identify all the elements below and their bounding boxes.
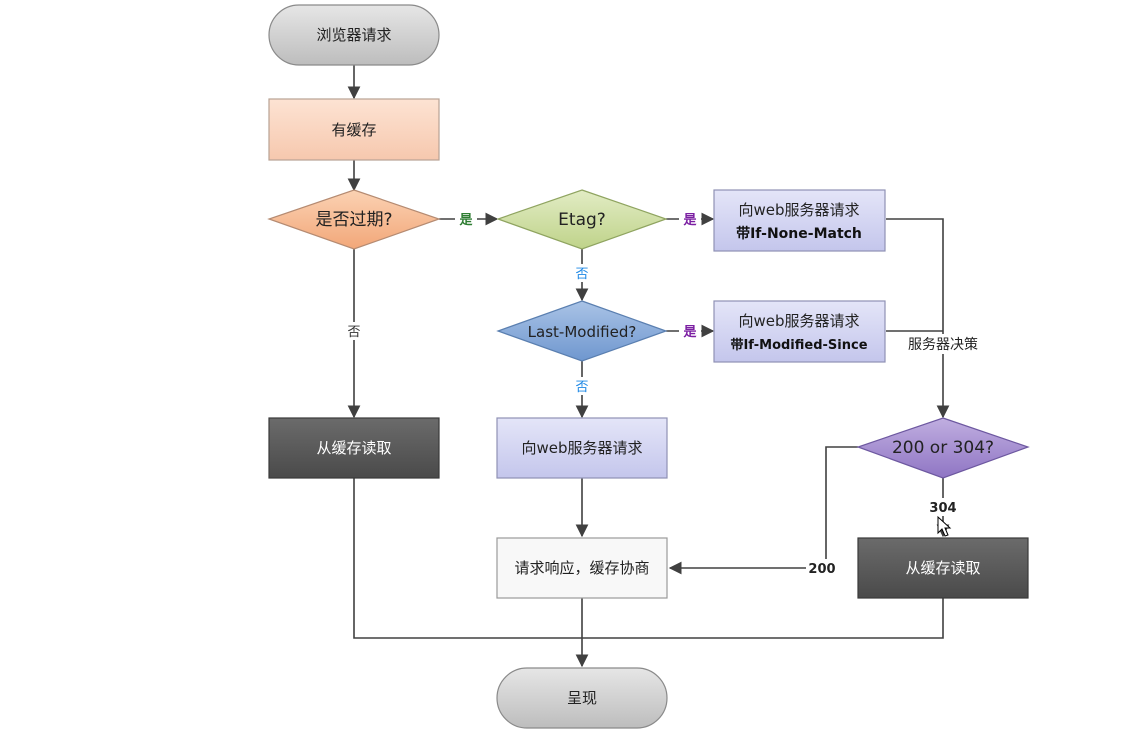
node-read-cache-left: 从缓存读取 bbox=[268, 417, 440, 479]
etag-label: Etag? bbox=[558, 210, 606, 230]
node-request-modified-since: 向web服务器请求 带If-Modified-Since bbox=[713, 300, 886, 363]
edge-left-cache-to-render bbox=[353, 478, 582, 639]
node-status-decision: 200 or 304? bbox=[856, 417, 1030, 479]
edge-status-200 bbox=[668, 446, 858, 575]
node-read-cache-right: 从缓存读取 bbox=[857, 537, 1029, 599]
node-last-modified-decision: Last-Modified? bbox=[496, 300, 668, 362]
has-cache-label: 有缓存 bbox=[331, 121, 376, 139]
node-expired-decision: 是否过期? bbox=[267, 189, 441, 250]
none-match-line1: 向web服务器请求 bbox=[738, 201, 859, 219]
none-match-line2: 带If-None-Match bbox=[736, 226, 862, 242]
mouse-cursor-icon bbox=[937, 515, 952, 537]
label-expired-yes: 是 bbox=[458, 213, 473, 228]
mod-since-line1: 向web服务器请求 bbox=[738, 312, 859, 330]
read-cache-left-label: 从缓存读取 bbox=[316, 439, 391, 457]
node-etag-decision: Etag? bbox=[496, 189, 668, 250]
render-label: 呈现 bbox=[567, 689, 597, 707]
expired-label: 是否过期? bbox=[315, 210, 392, 230]
edge-right-cache-to-render bbox=[582, 598, 944, 639]
node-browser-request: 浏览器请求 bbox=[268, 4, 440, 66]
label-etag-yes: 是 bbox=[682, 213, 697, 228]
node-request-none-match: 向web服务器请求 带If-None-Match bbox=[713, 189, 886, 252]
label-etag-no: 否 bbox=[575, 267, 588, 282]
browser-request-label: 浏览器请求 bbox=[316, 26, 391, 44]
node-response-negotiate: 请求响应，缓存协商 bbox=[496, 537, 668, 599]
label-expired-no: 否 bbox=[347, 325, 360, 340]
edge-labels: 是 否 是 否 是 否 服务器决策 200 304 bbox=[343, 210, 989, 577]
label-status-304: 304 bbox=[929, 501, 956, 516]
last-modified-label: Last-Modified? bbox=[528, 323, 637, 341]
node-request-server: 向web服务器请求 bbox=[496, 417, 668, 479]
label-lm-yes: 是 bbox=[682, 325, 697, 340]
label-server-decision: 服务器决策 bbox=[908, 336, 978, 353]
node-render: 呈现 bbox=[496, 667, 668, 729]
response-negotiate-label: 请求响应，缓存协商 bbox=[514, 559, 649, 577]
read-cache-right-label: 从缓存读取 bbox=[905, 559, 980, 577]
edge-none-match-to-decision bbox=[886, 218, 950, 419]
status-decision-label: 200 or 304? bbox=[892, 438, 994, 458]
request-server-label: 向web服务器请求 bbox=[521, 439, 642, 457]
mod-since-line2: 带If-Modified-Since bbox=[730, 337, 867, 353]
label-status-200: 200 bbox=[808, 562, 835, 577]
label-lm-no: 否 bbox=[575, 380, 588, 395]
node-has-cache: 有缓存 bbox=[268, 98, 440, 161]
